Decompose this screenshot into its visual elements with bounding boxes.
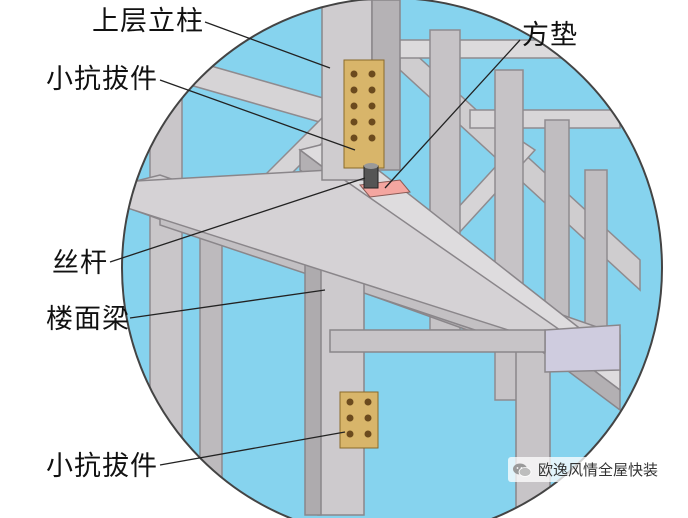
leader-lines	[109, 21, 521, 466]
threaded-rod-assembly	[359, 163, 411, 198]
label-floor-joist: 楼面梁	[46, 304, 130, 335]
leader-upper-stud	[204, 21, 331, 69]
watermark: 欧逸风情全屋快装	[507, 457, 662, 482]
floor-track	[122, 169, 621, 373]
leader-floor-joist	[129, 289, 326, 319]
label-upper-stud: 上层立柱	[92, 6, 204, 37]
watermark-text: 欧逸风情全屋快装	[537, 461, 658, 479]
leader-washer	[384, 39, 521, 189]
magnifier-circle	[121, 0, 663, 518]
wechat-icon	[512, 462, 532, 478]
label-threaded-rod: 丝杆	[52, 248, 108, 279]
label-tiedown-bottom: 小抗拔件	[46, 451, 158, 482]
upper-tiedown-plate	[343, 59, 385, 169]
lower-tiedown-plate	[339, 391, 379, 449]
leader-threaded-rod	[109, 177, 366, 263]
leader-tiedown-bottom	[159, 431, 346, 466]
label-tiedown-top: 小抗拔件	[46, 64, 158, 95]
label-square-washer: 方垫	[522, 20, 578, 51]
leader-tiedown-top	[159, 79, 356, 151]
